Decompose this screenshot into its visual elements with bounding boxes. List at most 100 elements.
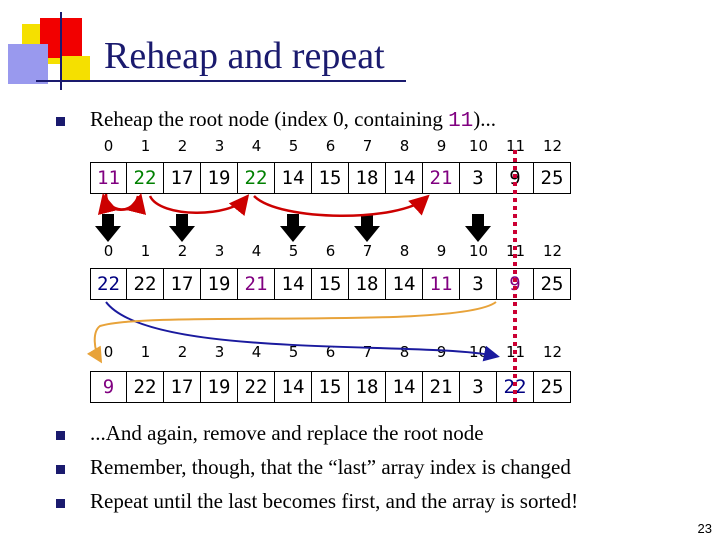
index-label: 3 bbox=[214, 343, 225, 361]
array-cell: 3 bbox=[460, 268, 497, 300]
bullet-marker bbox=[56, 499, 65, 508]
index-label: 11 bbox=[505, 137, 526, 155]
array-cell: 22 bbox=[127, 268, 164, 300]
index-label: 1 bbox=[140, 343, 151, 361]
bullet-marker bbox=[56, 431, 65, 440]
swap-arrow-1-4 bbox=[148, 194, 250, 216]
index-label: 4 bbox=[251, 242, 262, 260]
index-label: 9 bbox=[436, 137, 447, 155]
array-cell: 3 bbox=[460, 162, 497, 194]
array-cell: 14 bbox=[275, 371, 312, 403]
index-label: 8 bbox=[399, 242, 410, 260]
array-cell: 21 bbox=[423, 371, 460, 403]
bullet-marker bbox=[56, 117, 65, 126]
index-label: 3 bbox=[214, 242, 225, 260]
array-cell: 22 bbox=[127, 371, 164, 403]
index-label: 7 bbox=[362, 137, 373, 155]
index-label: 2 bbox=[177, 242, 188, 260]
array-cell: 25 bbox=[534, 162, 571, 194]
array-cell: 21 bbox=[423, 162, 460, 194]
down-arrow-icon bbox=[95, 214, 121, 247]
index-label: 8 bbox=[399, 137, 410, 155]
array-cell: 11 bbox=[90, 162, 127, 194]
index-label: 0 bbox=[103, 137, 114, 155]
index-label: 7 bbox=[362, 242, 373, 260]
swap-arrow-1-0 bbox=[97, 193, 140, 215]
index-label: 9 bbox=[436, 343, 447, 361]
array-cell: 11 bbox=[423, 268, 460, 300]
index-label: 4 bbox=[251, 343, 262, 361]
index-label: 1 bbox=[140, 242, 151, 260]
array-cell: 18 bbox=[349, 268, 386, 300]
array-cell: 15 bbox=[312, 371, 349, 403]
index-label: 1 bbox=[140, 137, 151, 155]
bullet-text-suffix: )... bbox=[473, 107, 497, 131]
move-arrow-root-to-last bbox=[105, 301, 500, 362]
array-cell: 17 bbox=[164, 268, 201, 300]
index-label: 5 bbox=[288, 343, 299, 361]
index-label: 4 bbox=[251, 137, 262, 155]
index-label: 10 bbox=[468, 242, 489, 260]
index-label: 0 bbox=[103, 343, 114, 361]
bullet-text-reheap: Reheap the root node (index 0, containin… bbox=[90, 107, 496, 133]
index-label: 2 bbox=[177, 137, 188, 155]
array-cell: 18 bbox=[349, 371, 386, 403]
array-cell: 21 bbox=[238, 268, 275, 300]
bullet-text-prefix: Reheap the root node (index 0, containin… bbox=[90, 107, 449, 131]
array-cell: 15 bbox=[312, 268, 349, 300]
decorative-square-yellow-2 bbox=[60, 56, 90, 82]
bullet-marker bbox=[56, 465, 65, 474]
bullet-text-again: ...And again, remove and replace the roo… bbox=[90, 421, 484, 445]
index-label: 12 bbox=[542, 137, 563, 155]
index-label: 12 bbox=[542, 242, 563, 260]
array-cell: 3 bbox=[460, 371, 497, 403]
index-label: 3 bbox=[214, 137, 225, 155]
array-cell: 19 bbox=[201, 268, 238, 300]
index-label: 2 bbox=[177, 343, 188, 361]
index-label: 6 bbox=[325, 242, 336, 260]
bullet-text-repeat: Repeat until the last becomes first, and… bbox=[90, 489, 579, 513]
array-cell: 14 bbox=[275, 162, 312, 194]
array-cell: 25 bbox=[534, 268, 571, 300]
index-label: 5 bbox=[288, 242, 299, 260]
down-arrow-icon bbox=[354, 214, 380, 247]
array-cell: 22 bbox=[127, 162, 164, 194]
bullet-text-remember: Remember, though, that the “last” array … bbox=[90, 455, 571, 479]
move-arrow-last-to-root bbox=[86, 301, 497, 364]
index-label: 0 bbox=[103, 242, 114, 260]
down-arrow-icon bbox=[465, 214, 491, 247]
index-label: 7 bbox=[362, 343, 373, 361]
decorative-square-violet bbox=[8, 44, 48, 84]
array-cell: 9 bbox=[90, 371, 127, 403]
decorative-vertical-line bbox=[60, 12, 62, 90]
array-cell: 14 bbox=[386, 268, 423, 300]
index-label: 11 bbox=[505, 242, 526, 260]
array-cell: 17 bbox=[164, 371, 201, 403]
decorative-horizontal-line bbox=[36, 80, 406, 82]
index-label: 10 bbox=[468, 137, 489, 155]
index-label: 6 bbox=[325, 137, 336, 155]
array-cell: 14 bbox=[386, 371, 423, 403]
array-cell: 19 bbox=[201, 162, 238, 194]
array-cell: 15 bbox=[312, 162, 349, 194]
array-cell: 25 bbox=[534, 371, 571, 403]
bullet-code-value: 11 bbox=[448, 110, 474, 133]
array-cell: 14 bbox=[275, 268, 312, 300]
array-cell: 14 bbox=[386, 162, 423, 194]
index-label: 5 bbox=[288, 137, 299, 155]
array-cell: 22 bbox=[238, 162, 275, 194]
array-cell: 19 bbox=[201, 371, 238, 403]
page-number: 23 bbox=[697, 521, 712, 536]
index-label: 6 bbox=[325, 343, 336, 361]
down-arrow-icon bbox=[169, 214, 195, 247]
swap-arrow-4-9 bbox=[253, 194, 430, 217]
array-cell: 22 bbox=[238, 371, 275, 403]
array-cell: 17 bbox=[164, 162, 201, 194]
index-label: 12 bbox=[542, 343, 563, 361]
array-cell: 22 bbox=[90, 268, 127, 300]
array-cell: 18 bbox=[349, 162, 386, 194]
down-arrow-icon bbox=[280, 214, 306, 247]
index-label: 8 bbox=[399, 343, 410, 361]
slide-title: Reheap and repeat bbox=[104, 35, 385, 77]
